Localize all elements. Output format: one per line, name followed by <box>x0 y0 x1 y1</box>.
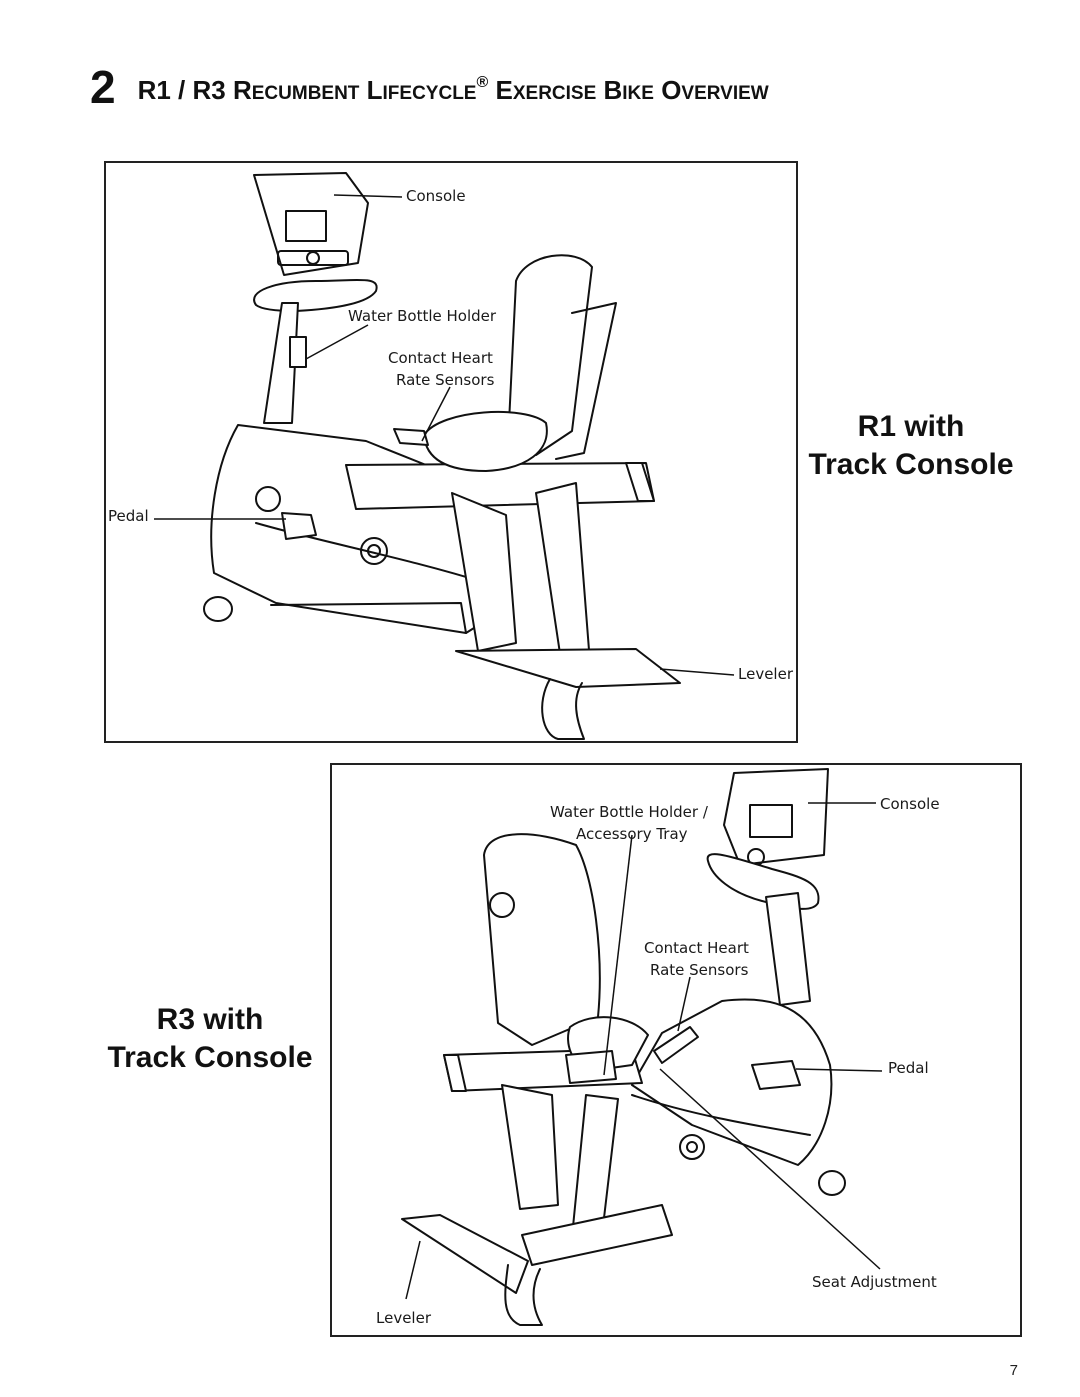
r3-callout-contact-heart-line2: Rate Sensors <box>650 961 749 979</box>
r1-callout-contact-heart-line1: Contact Heart <box>388 349 493 367</box>
r3-callout-console: Console <box>880 795 940 813</box>
r1-callout-contact-heart-line2: Rate Sensors <box>396 371 495 389</box>
r3-callout-seat-adjustment: Seat Adjustment <box>812 1273 937 1291</box>
r3-callout-water-bottle-line2: Accessory Tray <box>576 825 688 843</box>
r1-bike-illustration: Console Water Bottle Holder Contact Hear… <box>108 172 794 740</box>
r3-bike-illustration: Console Water Bottle Holder / Accessory … <box>376 768 940 1327</box>
r3-model-title: R3 with Track Console <box>107 1003 313 1074</box>
r3-diagram-panel: Console Water Bottle Holder / Accessory … <box>330 763 1022 1337</box>
r1-callout-water-bottle-holder: Water Bottle Holder <box>348 307 497 325</box>
r1-callout-console: Console <box>406 187 466 205</box>
section-number: 2 <box>90 61 116 113</box>
r1-model-title: R1 with Track Console <box>808 410 1014 481</box>
page-number: 7 <box>1009 1362 1018 1379</box>
registered-mark: ® <box>476 74 489 91</box>
r1-callout-pedal: Pedal <box>108 507 149 525</box>
section-title: R1 / R3 RECUMBENT LIFECYCLE® EXERCISE BI… <box>137 74 769 105</box>
r1-diagram-panel: Console Water Bottle Holder Contact Hear… <box>104 161 798 743</box>
r3-callout-contact-heart-line1: Contact Heart <box>644 939 749 957</box>
section-heading: 2 R1 / R3 RECUMBENT LIFECYCLE® EXERCISE B… <box>90 60 769 114</box>
r3-callout-water-bottle-line1: Water Bottle Holder / <box>550 803 709 821</box>
r3-callout-leveler: Leveler <box>376 1309 432 1327</box>
r3-callout-pedal: Pedal <box>888 1059 929 1077</box>
r1-callout-leveler: Leveler <box>738 665 794 683</box>
